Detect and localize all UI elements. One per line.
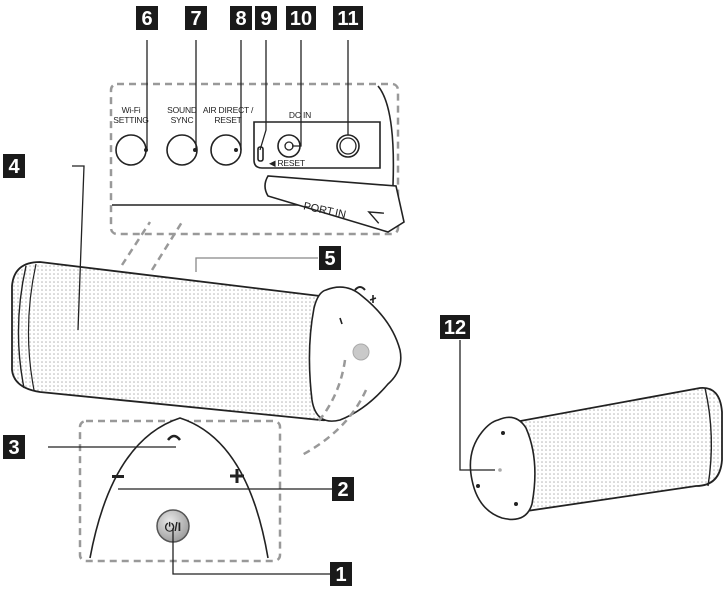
end-cap-phone-icon — [354, 286, 366, 291]
svg-text:6: 6 — [141, 8, 152, 30]
back-panel-curve — [377, 85, 395, 206]
port-cover-flap[interactable] — [264, 175, 405, 233]
second-speaker-screw-2 — [476, 484, 480, 488]
callout-3: 3 — [3, 435, 25, 459]
svg-text:11: 11 — [337, 8, 358, 30]
callout-12-leader — [459, 340, 495, 471]
end-cap-minus-icon — [339, 317, 343, 325]
air-direct-label-2: RESET — [214, 115, 241, 125]
second-speaker-screw-1 — [501, 431, 505, 435]
callout-4: 4 — [3, 154, 25, 178]
back-zoom-connector-right — [150, 221, 184, 271]
second-speaker-screw-3 — [514, 502, 518, 506]
svg-text:3: 3 — [8, 437, 19, 459]
callout-4-leader — [72, 165, 85, 331]
main-speaker — [11, 165, 402, 422]
wifi-setting-label-1: Wi-Fi — [122, 105, 141, 115]
dc-in-label: DC IN — [289, 110, 311, 120]
sound-sync-label-1: SOUND — [167, 105, 197, 115]
port-in-jack-ring — [339, 137, 357, 155]
callout-5-leader — [195, 257, 318, 272]
callout-5: 5 — [319, 246, 341, 270]
control-zoom-connector-left — [317, 359, 347, 423]
callout-1-leader — [172, 528, 330, 575]
control-panel-surface — [89, 417, 269, 559]
wifi-setting-label-2: SETTING — [113, 115, 148, 125]
svg-text:10: 10 — [290, 8, 312, 30]
callout-8: 8 — [230, 6, 252, 30]
second-speaker-grip-dot — [498, 468, 502, 472]
callout-9: 9 — [255, 6, 277, 30]
speaker-left-endcap — [17, 265, 27, 389]
second-speaker-right-endcap — [704, 387, 713, 487]
air-direct-dot — [234, 148, 238, 152]
second-speaker — [459, 340, 723, 521]
callout-6: 6 — [136, 6, 158, 30]
speaker-body — [11, 261, 346, 422]
volume-minus-icon[interactable] — [112, 475, 124, 478]
dc-in-jack-center — [284, 141, 294, 151]
callout-10: 10 — [286, 6, 316, 30]
power-button-label: ⏻/I — [165, 520, 181, 534]
svg-text:2: 2 — [337, 479, 348, 501]
callout-7: 7 — [185, 6, 207, 30]
callout-10-leader — [292, 40, 302, 147]
end-cap-plus-icon — [369, 295, 377, 303]
svg-text:7: 7 — [190, 8, 201, 30]
speaker-left-rim — [27, 263, 37, 391]
back-panel-dashed-frame — [109, 82, 400, 236]
svg-text:1: 1 — [335, 564, 346, 586]
sound-sync-button[interactable] — [166, 134, 198, 166]
callout-2: 2 — [332, 477, 354, 501]
callout-1: 1 — [330, 562, 352, 586]
end-cap-power-button[interactable] — [352, 343, 370, 361]
control-panel-zoom: ⏻/I — [48, 417, 332, 575]
callout-11: 11 — [333, 6, 363, 30]
sound-sync-label-2: SYNC — [171, 115, 194, 125]
svg-text:9: 9 — [260, 8, 271, 30]
callout-12: 12 — [440, 315, 470, 339]
back-panel-zoom: Wi-Fi SETTING SOUND SYNC AIR DIRECT / RE… — [109, 40, 405, 236]
reset-label: ◀ RESET — [269, 158, 305, 168]
callout-badges: 6 7 8 9 10 11 4 5 — [3, 6, 470, 586]
svg-text:5: 5 — [324, 248, 335, 270]
port-in-arrow-icon — [367, 211, 384, 224]
callout-9-leader — [259, 40, 267, 151]
phone-icon — [167, 434, 181, 441]
air-direct-label-1: AIR DIRECT / — [203, 105, 254, 115]
wifi-setting-button[interactable] — [115, 134, 147, 166]
second-speaker-end-cap — [469, 416, 536, 521]
svg-text:4: 4 — [8, 156, 20, 178]
back-zoom-connector-left — [120, 221, 152, 266]
svg-text:8: 8 — [235, 8, 246, 30]
volume-plus-icon[interactable] — [230, 469, 244, 483]
svg-text:12: 12 — [444, 317, 466, 339]
